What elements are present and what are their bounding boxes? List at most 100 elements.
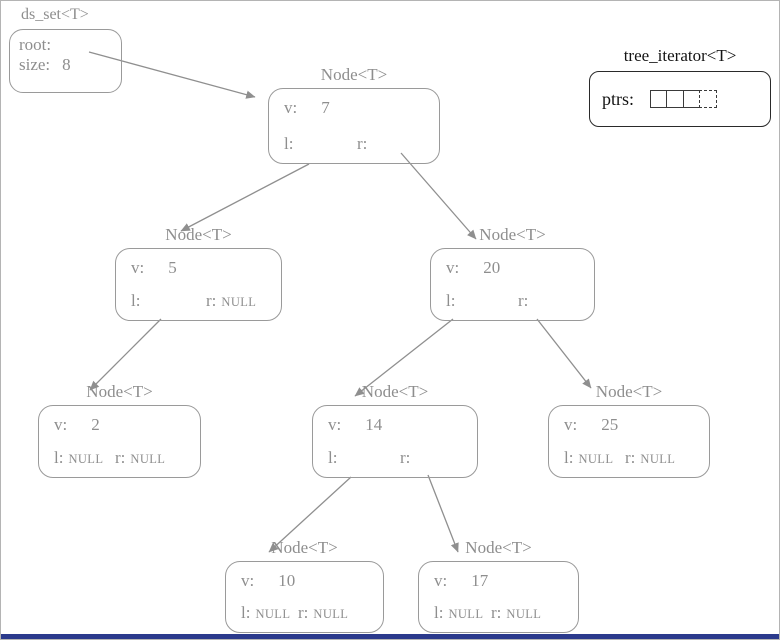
node-box: v:10 l:NULL r:NULL bbox=[225, 561, 384, 633]
ds-set-title: ds_set<T> bbox=[21, 6, 89, 23]
left-pointer: l: bbox=[131, 291, 145, 311]
left-pointer: l: NULL bbox=[564, 448, 613, 468]
v-value: 14 bbox=[365, 415, 383, 434]
v-label: v: bbox=[434, 571, 448, 590]
right-pointer: r: NULL bbox=[206, 291, 256, 311]
ptr-cell-dashed bbox=[699, 90, 718, 108]
right-pointer: r: NULL bbox=[625, 448, 675, 468]
right-pointer: r: bbox=[400, 448, 415, 468]
r-null: NULL bbox=[506, 607, 542, 621]
root-label: root: bbox=[19, 35, 52, 54]
pointer-row: l: NULL r: NULL bbox=[39, 448, 200, 468]
pointer-row: l: NULL r: NULL bbox=[549, 448, 709, 468]
node-14: Node<T> v: 14 l: r: bbox=[312, 381, 478, 478]
r-label: r: bbox=[625, 448, 636, 467]
node-type-label: Node<T> bbox=[86, 382, 153, 401]
v-value: 10 bbox=[278, 571, 296, 590]
l-label: l: bbox=[434, 603, 444, 622]
node-17: Node<T> v:17 l:NULL r:NULL bbox=[418, 537, 579, 633]
ptrs-label: ptrs: bbox=[602, 88, 635, 109]
right-pointer: r: NULL bbox=[298, 603, 348, 623]
v-label: v: bbox=[564, 415, 578, 434]
r-null: NULL bbox=[313, 607, 349, 621]
node-7: Node<T> v: 7 l: r: bbox=[268, 64, 440, 164]
value-row: v: 2 bbox=[54, 415, 100, 435]
left-pointer: l:NULL bbox=[434, 603, 483, 623]
tree-iterator: tree_iterator<T> ptrs: bbox=[589, 43, 771, 127]
right-pointer: r: NULL bbox=[115, 448, 165, 468]
node-box: v: 7 l: r: bbox=[268, 88, 440, 164]
right-pointer: r: bbox=[357, 134, 372, 154]
v-value: 2 bbox=[91, 415, 100, 434]
node-25: Node<T> v: 25 l: NULL r: NULL bbox=[548, 381, 710, 478]
r-label: r: bbox=[400, 448, 411, 467]
left-pointer: l: bbox=[284, 134, 298, 154]
pointer-row: l: r: NULL bbox=[116, 291, 281, 311]
value-row: v:5 bbox=[131, 258, 177, 278]
r-label: r: bbox=[206, 291, 217, 310]
r-label: r: bbox=[491, 603, 502, 622]
ptr-cell bbox=[650, 90, 669, 108]
r-label: r: bbox=[115, 448, 126, 467]
right-pointer: r: NULL bbox=[491, 603, 541, 623]
v-value: 7 bbox=[321, 98, 330, 117]
l-null: NULL bbox=[578, 452, 614, 466]
node-type-label: Node<T> bbox=[320, 65, 388, 84]
root-pointer-row: root: bbox=[19, 35, 121, 55]
l-null: NULL bbox=[68, 452, 104, 466]
value-row: v: 14 bbox=[328, 415, 382, 435]
node-box: v: 20 l: r: bbox=[430, 248, 595, 321]
v-label: v: bbox=[284, 98, 298, 117]
node-type-label: Node<T> bbox=[165, 225, 232, 244]
pointer-row: l:NULL r:NULL bbox=[226, 603, 383, 623]
l-null: NULL bbox=[255, 607, 291, 621]
l-label: l: bbox=[284, 134, 294, 153]
node-box: v: 2 l: NULL r: NULL bbox=[38, 405, 201, 478]
ds-set-box: root: size: 8 bbox=[9, 29, 122, 93]
node-box: v: 17 l:NULL r: NULL bbox=[418, 561, 579, 633]
v-label: v: bbox=[131, 258, 145, 277]
ptr-cell bbox=[682, 90, 701, 108]
v-label: v: bbox=[54, 415, 68, 434]
v-label: v: bbox=[328, 415, 342, 434]
node-box: v: 14 l: r: bbox=[312, 405, 478, 478]
ptrs-array bbox=[650, 90, 718, 108]
l-label: l: bbox=[131, 291, 141, 310]
v-value: 17 bbox=[471, 571, 489, 590]
l-label: l: bbox=[564, 448, 574, 467]
edge-5-left-to-2 bbox=[89, 318, 162, 391]
pointer-row: l: r: bbox=[313, 448, 477, 468]
v-value: 25 bbox=[601, 415, 619, 434]
value-row: v: 17 bbox=[434, 571, 488, 591]
pointer-row: l: r: bbox=[431, 291, 594, 311]
r-label: r: bbox=[518, 291, 529, 310]
bottom-window-edge bbox=[1, 634, 779, 639]
r-null: NULL bbox=[221, 295, 257, 309]
value-row: v: 7 bbox=[284, 98, 330, 118]
v-label: v: bbox=[446, 258, 460, 277]
size-label: size: bbox=[19, 55, 51, 74]
left-pointer: l: NULL bbox=[54, 448, 103, 468]
node-box: v:5 l: r: NULL bbox=[115, 248, 282, 321]
node-10: Node<T> v:10 l:NULL r:NULL bbox=[225, 537, 384, 633]
right-pointer: r: bbox=[518, 291, 533, 311]
pointer-row: l:NULL r: NULL bbox=[419, 603, 578, 623]
node-20: Node<T> v:20 l: r: bbox=[430, 224, 595, 321]
v-label: v: bbox=[241, 571, 255, 590]
node-type-label: Node<T> bbox=[271, 538, 338, 557]
size-value: 8 bbox=[62, 55, 71, 74]
node-type-label: Node<T> bbox=[361, 382, 429, 401]
left-pointer: l: bbox=[446, 291, 460, 311]
l-label: l: bbox=[328, 448, 338, 467]
ptr-cell bbox=[666, 90, 685, 108]
r-null: NULL bbox=[640, 452, 676, 466]
r-label: r: bbox=[298, 603, 309, 622]
node-box: v: 25 l: NULL r: NULL bbox=[548, 405, 710, 478]
node-type-label: Node<T> bbox=[595, 382, 663, 401]
value-row: v: 25 bbox=[564, 415, 618, 435]
r-label: r: bbox=[357, 134, 368, 153]
node-2: Node<T> v: 2 l: NULL r: NULL bbox=[38, 381, 201, 478]
l-label: l: bbox=[54, 448, 64, 467]
v-value: 20 bbox=[483, 258, 501, 277]
r-null: NULL bbox=[130, 452, 166, 466]
